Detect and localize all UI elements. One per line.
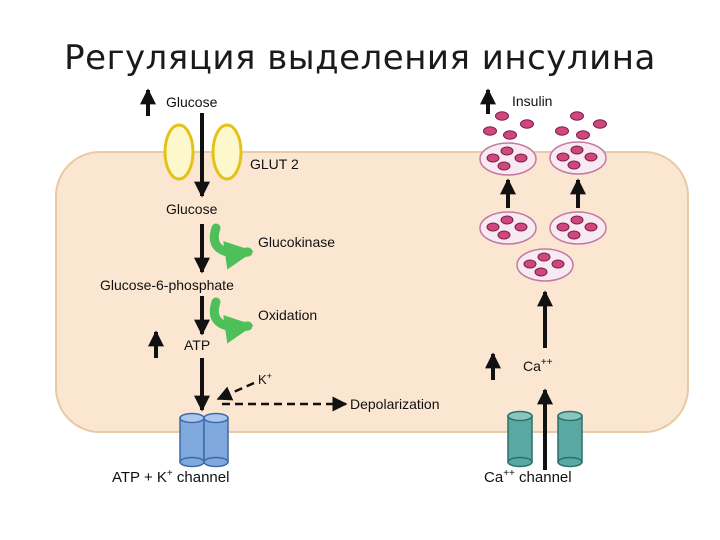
label-katp-channel: ATP + K+ channel — [112, 468, 229, 486]
label-k-ion: K+ — [258, 371, 272, 387]
insulin-vesicle — [549, 211, 607, 245]
label-glucose-inside: Glucose — [166, 201, 218, 217]
label-glucokinase: Glucokinase — [258, 234, 335, 250]
insulin-vesicle — [516, 248, 574, 282]
label-atp: ATP — [184, 337, 210, 353]
k-efflux-dashed-arrow — [216, 381, 255, 401]
label-glucose-6-phosphate: Glucose-6-phosphate — [100, 277, 234, 293]
label-depolarization: Depolarization — [350, 396, 440, 412]
released-insulin-granules — [483, 111, 607, 140]
insulin-vesicle — [479, 142, 537, 176]
label-oxidation: Oxidation — [258, 307, 317, 323]
slide-title: Регуляция выделения инсулина — [64, 38, 656, 78]
label-calcium: Ca++ — [523, 357, 553, 374]
label-insulin: Insulin — [512, 93, 552, 109]
label-ca-channel: Ca++ channel — [484, 468, 572, 486]
oxidation-curved-arrow — [210, 297, 254, 344]
katp-channel — [179, 412, 229, 468]
glut2-transporter-right — [211, 123, 243, 181]
ca-channel — [507, 410, 583, 468]
label-glucose-outside: Glucose — [166, 94, 218, 110]
glut2-transporter-left — [163, 123, 195, 181]
insulin-vesicle — [549, 141, 607, 175]
label-glut2: GLUT 2 — [250, 156, 299, 172]
glucokinase-curved-arrow — [210, 223, 254, 270]
insulin-vesicle — [479, 211, 537, 245]
